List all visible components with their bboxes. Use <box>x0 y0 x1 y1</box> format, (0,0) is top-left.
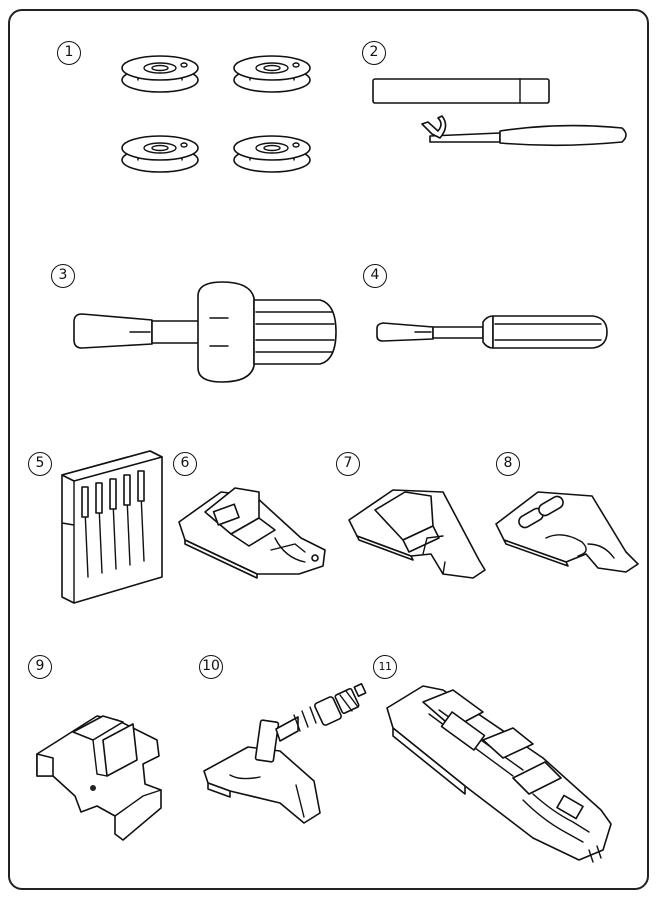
small-screwdriver-icon <box>375 310 620 360</box>
item-number-10: 10 <box>199 655 223 679</box>
item-number-11: 11 <box>373 655 397 679</box>
needle-pack-icon <box>58 447 170 609</box>
item-number-2: 2 <box>362 41 386 65</box>
item-number-6: 6 <box>173 452 197 476</box>
item-number-1: 1 <box>57 41 81 65</box>
item-number-4: 4 <box>363 264 387 288</box>
zipper-foot-icon <box>345 482 495 592</box>
rolled-hem-foot-icon <box>175 478 335 580</box>
buttonhole-foot-icon <box>383 682 633 867</box>
satin-stitch-foot-icon <box>492 482 642 592</box>
large-screwdriver-icon <box>70 278 350 388</box>
accessory-frame <box>8 9 649 890</box>
item-number-7: 7 <box>336 452 360 476</box>
item-number-3: 3 <box>51 264 75 288</box>
item-number-9: 9 <box>28 655 52 679</box>
buttonhole-plate-icon <box>33 692 173 844</box>
overcast-foot-icon <box>200 685 370 835</box>
item-number-5: 5 <box>28 452 52 476</box>
seam-ripper-icon <box>370 76 635 156</box>
bobbin-icon <box>121 55 311 173</box>
item-number-8: 8 <box>496 452 520 476</box>
